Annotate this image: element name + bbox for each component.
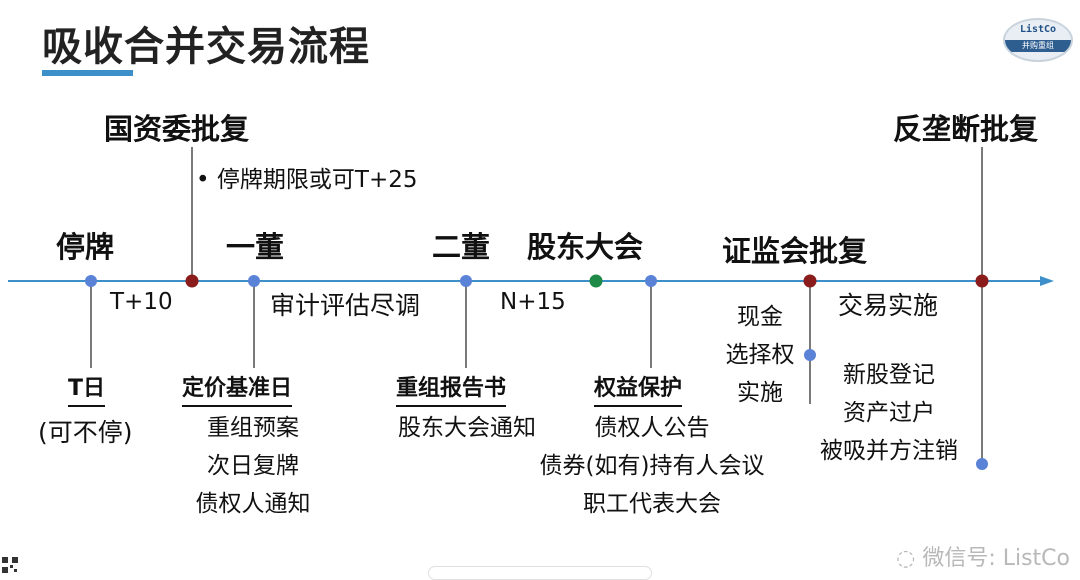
heading-erdong: 二董 <box>432 230 491 264</box>
dingjia-line: 次日复牌 <box>207 453 299 479</box>
heading-tingpai: 停牌 <box>56 230 115 264</box>
listco-logo: ListCo 并购重组 <box>1003 18 1073 62</box>
wechat-watermark: ◌ 微信号: ListCo <box>896 540 1070 572</box>
quanyi-lines: 债权人公告 债券(如有)持有人会议 职工代表大会 <box>508 409 796 523</box>
dot-gudong <box>589 274 603 288</box>
dot-xianjin <box>804 349 816 361</box>
quanyi-line: 职工代表大会 <box>583 491 721 517</box>
note-jiaoyi: 交易实施 <box>838 291 939 320</box>
chongzu-lines: 股东大会通知 <box>376 409 558 447</box>
xianjin-line: 选择权 <box>725 342 795 368</box>
quanyi-line: 债券(如有)持有人会议 <box>539 453 765 479</box>
heading-zhengjian: 证监会批复 <box>722 234 868 268</box>
tday-sub: (可不停) <box>38 418 133 447</box>
timeline-arrowhead <box>1040 276 1054 286</box>
dot-zhuxiao <box>976 458 988 470</box>
heading-yidong: 一董 <box>226 230 285 264</box>
chongzu-line: 股东大会通知 <box>398 415 536 441</box>
heading-fanlongduan: 反垄断批复 <box>893 112 1039 146</box>
note-shenji: 审计评估尽调 <box>270 291 421 320</box>
dingjia-title: 定价基准日 <box>182 370 293 407</box>
dot-fanlongduan <box>975 274 989 288</box>
dot-yidong <box>248 275 260 287</box>
dingjia-line: 重组预案 <box>207 415 299 441</box>
dingjia-lines: 重组预案 次日复牌 债权人通知 <box>173 409 333 523</box>
qr-code-icon <box>2 557 18 573</box>
tday-title: T日 <box>68 370 106 407</box>
watermark-text: 微信号: ListCo <box>922 546 1070 571</box>
xianjin-line: 现金 <box>737 304 783 330</box>
xingu-line: 被吸并方注销 <box>820 438 958 464</box>
note-t10: T+10 <box>110 289 173 315</box>
quanyi-line: 债权人公告 <box>594 415 710 441</box>
xianjin-line: 实施 <box>737 380 783 406</box>
wechat-icon: ◌ <box>896 546 923 571</box>
title-underline <box>42 70 133 76</box>
quanyi-title: 权益保护 <box>594 370 683 407</box>
dot-zhengjian <box>803 274 817 288</box>
dot-quanyi <box>645 275 657 287</box>
dot-guoziwei <box>185 274 199 288</box>
xingu-line: 新股登记 <box>843 362 935 388</box>
dot-tingpai <box>85 275 97 287</box>
heading-guoziwei: 国资委批复 <box>104 112 250 146</box>
bottom-tab-stub <box>428 566 652 580</box>
logo-text: ListCo <box>1019 24 1057 35</box>
xingu-line: 资产过户 <box>843 400 935 426</box>
heading-gudong: 股东大会 <box>527 230 644 264</box>
dingjia-line: 债权人通知 <box>195 491 311 517</box>
note-n15: N+15 <box>500 289 566 315</box>
chongzu-title: 重组报告书 <box>396 370 507 407</box>
note-bullet-text: 停牌期限或可T+25 <box>216 167 418 193</box>
bullet-dot: • <box>196 167 217 193</box>
logo-band-text: 并购重组 <box>1005 40 1071 52</box>
xingu-lines: 新股登记 资产过户 被吸并方注销 <box>800 356 978 470</box>
note-bullet: • 停牌期限或可T+25 <box>196 160 417 194</box>
dot-erdong <box>460 275 472 287</box>
page-title: 吸收合并交易流程 <box>42 24 370 70</box>
xianjin-lines: 现金 选择权 实施 <box>712 298 808 412</box>
